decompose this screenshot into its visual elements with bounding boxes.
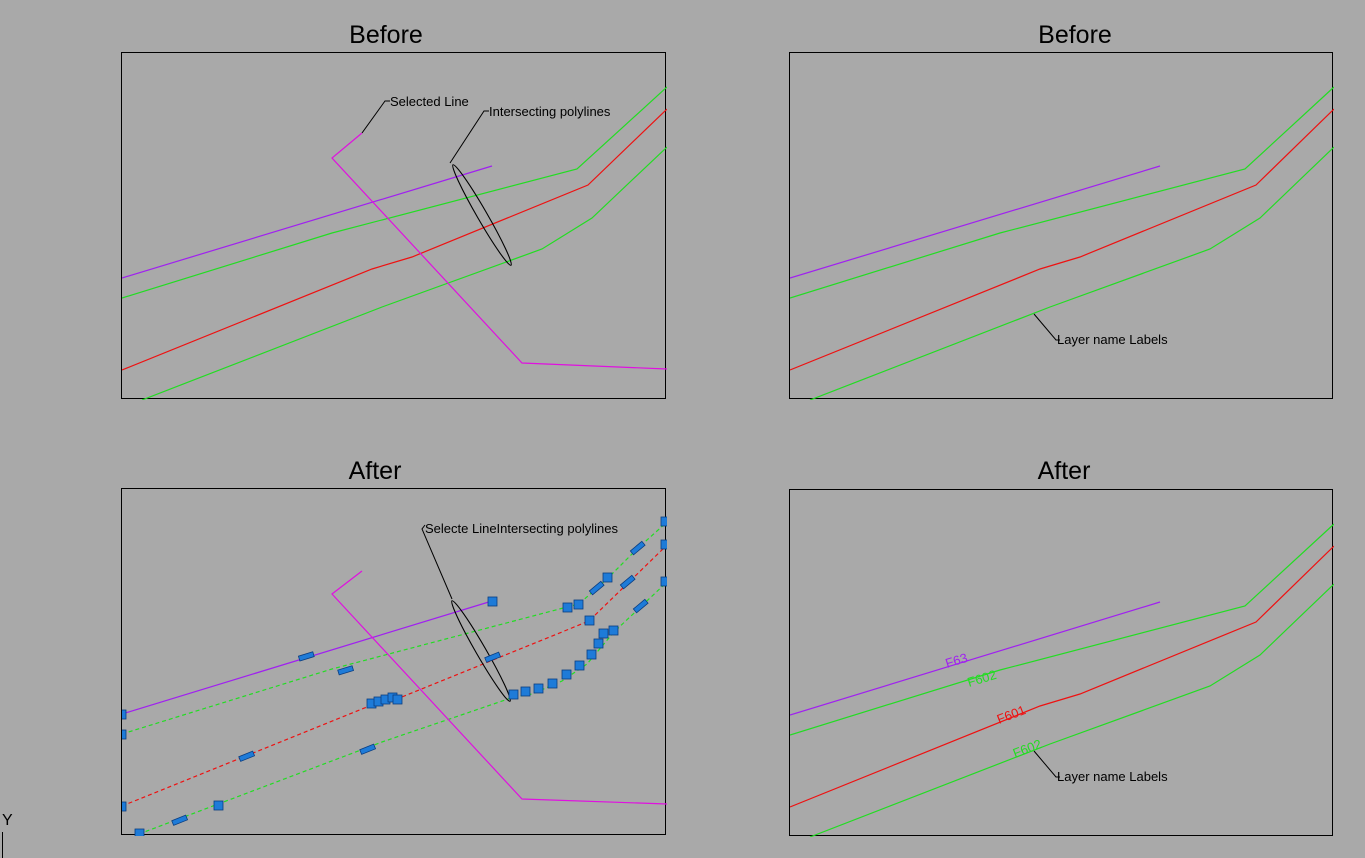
grip[interactable] bbox=[122, 729, 127, 740]
grip[interactable] bbox=[213, 800, 224, 811]
drawing-before-right[interactable]: Layer name Labels bbox=[790, 53, 1334, 400]
selected-magenta-line[interactable] bbox=[331, 570, 667, 805]
drawing-after-right[interactable]: F63 F602 F601 F602 Layer name Labels bbox=[790, 490, 1334, 837]
annotation-layer-labels: Layer name Labels bbox=[1057, 769, 1168, 784]
grip[interactable] bbox=[602, 572, 613, 583]
leader-combined bbox=[421, 524, 453, 600]
green-polyline-lower[interactable] bbox=[809, 146, 1334, 400]
purple-polyline[interactable] bbox=[790, 601, 1161, 716]
grip[interactable] bbox=[562, 602, 573, 613]
intersection-ellipse bbox=[452, 164, 512, 266]
annotation-selected-line: Selected Line bbox=[390, 94, 469, 109]
panel-after-right[interactable]: F63 F602 F601 F602 Layer name Labels bbox=[789, 489, 1334, 837]
grip[interactable] bbox=[586, 649, 597, 660]
leader-selected-line bbox=[361, 100, 390, 134]
green-polyline-upper[interactable] bbox=[790, 523, 1334, 736]
grip[interactable] bbox=[593, 638, 604, 649]
grip-midpoint[interactable] bbox=[629, 540, 646, 556]
annotation-layer-labels: Layer name Labels bbox=[1057, 332, 1168, 347]
intersection-ellipse bbox=[451, 600, 511, 702]
grip[interactable] bbox=[122, 801, 127, 812]
purple-polyline[interactable] bbox=[122, 165, 493, 279]
grip[interactable] bbox=[533, 683, 544, 694]
grip-group-midpoints[interactable] bbox=[171, 540, 649, 826]
title-before-left: Before bbox=[349, 21, 423, 49]
red-polyline[interactable] bbox=[790, 545, 1334, 808]
drawing-before-left[interactable]: Selected Line Intersecting polylines bbox=[122, 53, 667, 400]
grip[interactable] bbox=[608, 625, 619, 636]
grip-midpoint[interactable] bbox=[337, 665, 355, 676]
grip-group-squares[interactable] bbox=[122, 516, 667, 836]
grip[interactable] bbox=[547, 678, 558, 689]
red-polyline[interactable] bbox=[122, 108, 667, 371]
grip[interactable] bbox=[660, 516, 667, 527]
title-after-left: After bbox=[348, 457, 402, 485]
annotation-intersecting: Intersecting polylines bbox=[489, 104, 611, 119]
drawing-after-left[interactable]: Selecte LineIntersecting polylines bbox=[122, 489, 667, 836]
grip[interactable] bbox=[392, 694, 403, 705]
green-polyline-upper[interactable] bbox=[790, 86, 1334, 299]
grip-midpoint[interactable] bbox=[619, 574, 636, 590]
grip[interactable] bbox=[561, 669, 572, 680]
grip-midpoint[interactable] bbox=[359, 743, 377, 755]
grip[interactable] bbox=[584, 615, 595, 626]
leader-intersecting bbox=[449, 110, 489, 164]
layer-label-green-upper: F602 bbox=[965, 667, 998, 690]
grip[interactable] bbox=[134, 828, 145, 836]
grip[interactable] bbox=[574, 660, 585, 671]
green-polyline-lower[interactable] bbox=[809, 583, 1334, 837]
leader-layer-labels bbox=[1033, 750, 1060, 778]
grip-midpoint[interactable] bbox=[588, 580, 605, 596]
title-after-right: After bbox=[1037, 457, 1091, 485]
grip-midpoint[interactable] bbox=[238, 750, 256, 762]
selected-magenta-line[interactable] bbox=[331, 132, 667, 370]
layer-label-purple: F63 bbox=[943, 650, 969, 671]
annotation-combined: Selecte LineIntersecting polylines bbox=[425, 521, 618, 536]
grip[interactable] bbox=[660, 576, 667, 587]
green-polyline-upper[interactable] bbox=[122, 86, 667, 299]
layer-label-red: F601 bbox=[995, 702, 1028, 727]
title-before-right: Before bbox=[1038, 21, 1112, 49]
leader-layer-labels bbox=[1033, 313, 1060, 341]
panel-before-left[interactable]: Selected Line Intersecting polylines bbox=[121, 52, 667, 400]
grip[interactable] bbox=[487, 596, 498, 607]
panel-after-left[interactable]: Selecte LineIntersecting polylines bbox=[121, 488, 667, 836]
grip-midpoint[interactable] bbox=[171, 814, 189, 826]
ucs-y-axis-label: Y bbox=[2, 812, 13, 829]
grip-midpoint[interactable] bbox=[297, 651, 315, 662]
green-polyline-lower-selected[interactable] bbox=[138, 581, 667, 835]
ucs-y-axis-line bbox=[2, 832, 3, 858]
panel-before-right[interactable]: Layer name Labels bbox=[789, 52, 1334, 400]
grip[interactable] bbox=[660, 539, 667, 550]
grip[interactable] bbox=[508, 689, 519, 700]
grip[interactable] bbox=[520, 686, 531, 697]
grip-midpoint[interactable] bbox=[632, 598, 649, 614]
grip-midpoint[interactable] bbox=[484, 651, 502, 663]
green-polyline-lower[interactable] bbox=[141, 146, 667, 400]
grip[interactable] bbox=[122, 709, 127, 720]
purple-polyline[interactable] bbox=[790, 165, 1161, 279]
grip[interactable] bbox=[573, 599, 584, 610]
grip[interactable] bbox=[598, 628, 609, 639]
red-polyline[interactable] bbox=[790, 108, 1334, 371]
red-polyline-selected[interactable] bbox=[122, 544, 667, 807]
